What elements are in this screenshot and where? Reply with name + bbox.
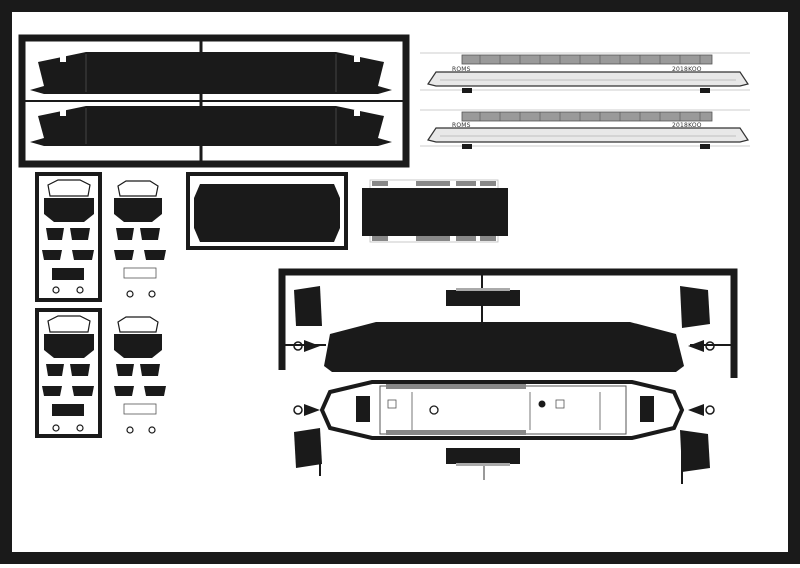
roof-sprue (186, 172, 348, 250)
car-number-label: 2018KOO (672, 66, 702, 73)
bogie-sprue (35, 308, 102, 438)
side-panel-sprue (18, 34, 410, 168)
floor-plan (293, 380, 715, 484)
bogie-sprue (35, 172, 102, 302)
bogie-parts (114, 180, 166, 298)
car-number-label: ROMS (452, 122, 471, 129)
car-number-label: 2018KOO (672, 122, 702, 129)
bogie-parts (114, 316, 166, 434)
roof-detail-panel (362, 179, 508, 243)
car-body-strip (420, 109, 750, 149)
chassis-sprue (278, 268, 738, 378)
car-number-label: ROMS (452, 66, 471, 73)
car-body-strip (420, 52, 750, 93)
car-side-panel (30, 52, 392, 94)
car-side-panel (30, 106, 392, 146)
